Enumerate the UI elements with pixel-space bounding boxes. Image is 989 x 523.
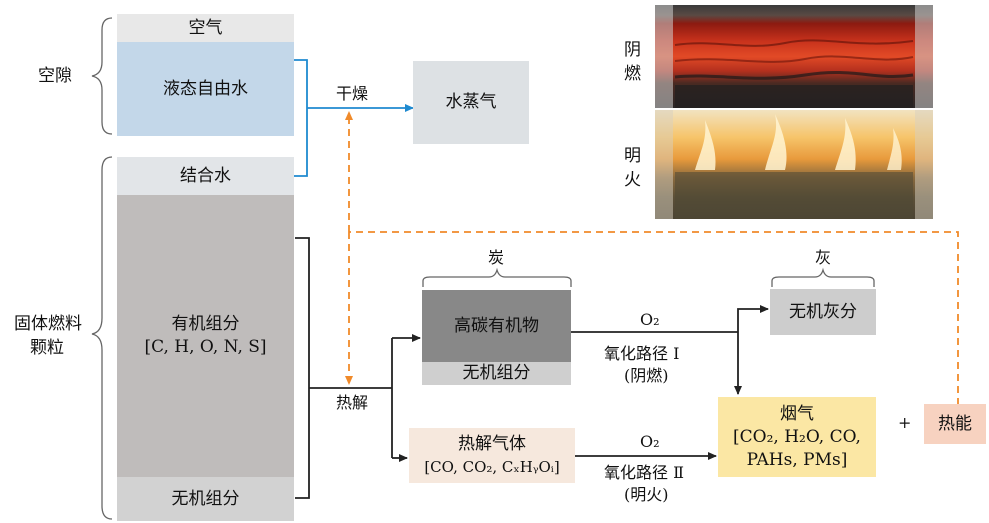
o2-bottom-label: O₂ <box>640 432 660 451</box>
drying-label: 干燥 <box>336 84 369 103</box>
flame-label-1: 明 <box>624 146 641 166</box>
pore-label: 空隙 <box>38 66 72 86</box>
drying-bracket <box>293 59 308 177</box>
flue-gas-line1: [CO₂, H₂O, CO, <box>733 426 861 447</box>
pyro-gas-title: 热解气体 <box>458 433 526 454</box>
char-inorganic-label: 无机组分 <box>462 363 531 383</box>
pyrolysis-label: 热解 <box>336 393 369 412</box>
o2-top-label: O₂ <box>640 310 660 329</box>
free-water-layer: 液态自由水 <box>117 42 294 136</box>
flue-gas-box: 烟气 [CO₂, H₂O, CO, PAHs, PMs] <box>718 397 876 477</box>
char-brace <box>422 267 572 287</box>
solid-fuel-label-2: 颗粒 <box>30 338 64 358</box>
heat-label: 热能 <box>938 413 972 434</box>
air-layer: 空气 <box>117 14 294 42</box>
char-inorganic-box: 无机组分 <box>422 362 571 385</box>
organic-title: 有机组分 <box>171 314 240 334</box>
ash-label: 灰 <box>815 248 832 267</box>
pyrolysis-bracket <box>295 237 310 499</box>
flame-label-2: 火 <box>624 170 641 190</box>
organic-layer: 有机组分 [C, H, O, N, S] <box>117 195 294 477</box>
flue-gas-title: 烟气 <box>780 403 814 424</box>
ash-text: 无机灰分 <box>789 301 857 322</box>
vapor-box: 水蒸气 <box>413 61 529 144</box>
high-carbon-label: 高碳有机物 <box>454 315 539 336</box>
route2-label: 氧化路径 Ⅱ <box>604 463 684 482</box>
flame-photo-texture <box>655 110 933 219</box>
flue-gas-line2: PAHs, PMs] <box>746 449 848 470</box>
flame-photo <box>655 110 933 219</box>
organic-formula: [C, H, O, N, S] <box>144 337 267 357</box>
heat-box: 热能 <box>924 404 986 444</box>
free-water-label: 液态自由水 <box>163 78 248 99</box>
char-label: 炭 <box>488 248 505 267</box>
smolder-label-2: 燃 <box>624 64 641 84</box>
solid-fuel-brace <box>91 156 113 520</box>
high-carbon-box: 高碳有机物 <box>422 290 571 362</box>
route1-label: 氧化路径 Ⅰ <box>604 344 680 363</box>
ash-box: 无机灰分 <box>770 289 876 335</box>
route1-to-ash <box>737 305 769 332</box>
bound-water-label: 结合水 <box>180 165 231 186</box>
inorganic-layer: 无机组分 <box>117 477 294 521</box>
route1-sub-label: (阴燃) <box>624 366 669 385</box>
air-label: 空气 <box>188 17 223 38</box>
solid-fuel-label-1: 固体燃料 <box>14 314 82 334</box>
smolder-label-1: 阴 <box>624 40 641 60</box>
heat-feedback-path <box>349 231 959 405</box>
plus-sign: + <box>898 413 912 432</box>
inorganic-label: 无机组分 <box>171 488 240 509</box>
pyro-gas-formula: [CO, CO₂, CₓHᵧOᵢ] <box>424 457 560 476</box>
vapor-label: 水蒸气 <box>445 92 497 112</box>
bound-water-layer: 结合水 <box>117 157 294 195</box>
pyro-gas-box: 热解气体 [CO, CO₂, CₓHᵧOᵢ] <box>409 428 575 483</box>
pore-brace <box>91 17 113 135</box>
route2-sub-label: (明火) <box>624 485 669 504</box>
smolder-photo-texture <box>655 5 933 108</box>
ash-brace <box>771 267 875 287</box>
smolder-photo <box>655 5 933 108</box>
